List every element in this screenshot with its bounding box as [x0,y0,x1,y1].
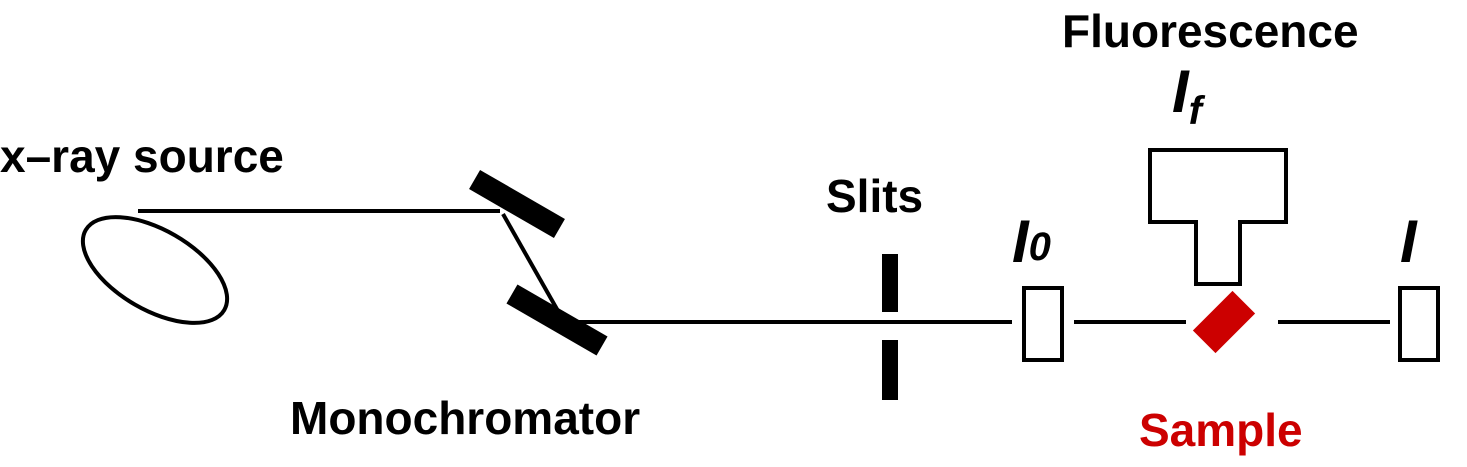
monochromator-crystal-lower [506,284,608,356]
transmission-ion-chamber [1398,286,1440,362]
transmission-label: I [1400,208,1418,275]
i0-ion-chamber [1022,286,1064,362]
i0-label: I0 [1012,208,1051,275]
slit-blade-lower [882,340,898,400]
xray-source-ellipse [80,215,230,325]
xray-source-label: x–ray source [0,130,284,182]
beam-crystal-to-crystal [501,213,564,319]
if-label-main: I [1172,58,1190,125]
if-label-sub: f [1189,89,1206,133]
i0-label-main: I [1012,208,1030,275]
sample-label: Sample [1139,404,1303,456]
monochromator-crystal-upper [469,169,565,239]
fluorescence-label: Fluorescence [1062,5,1359,57]
monochromator-label: Monochromator [290,392,640,444]
if-label: If [1172,58,1206,133]
sample-plate [1192,290,1256,354]
slit-blade-upper [882,254,898,312]
fluorescence-detector [1148,148,1288,286]
slits-label: Slits [826,170,923,222]
i0-label-sub: 0 [1029,225,1051,269]
